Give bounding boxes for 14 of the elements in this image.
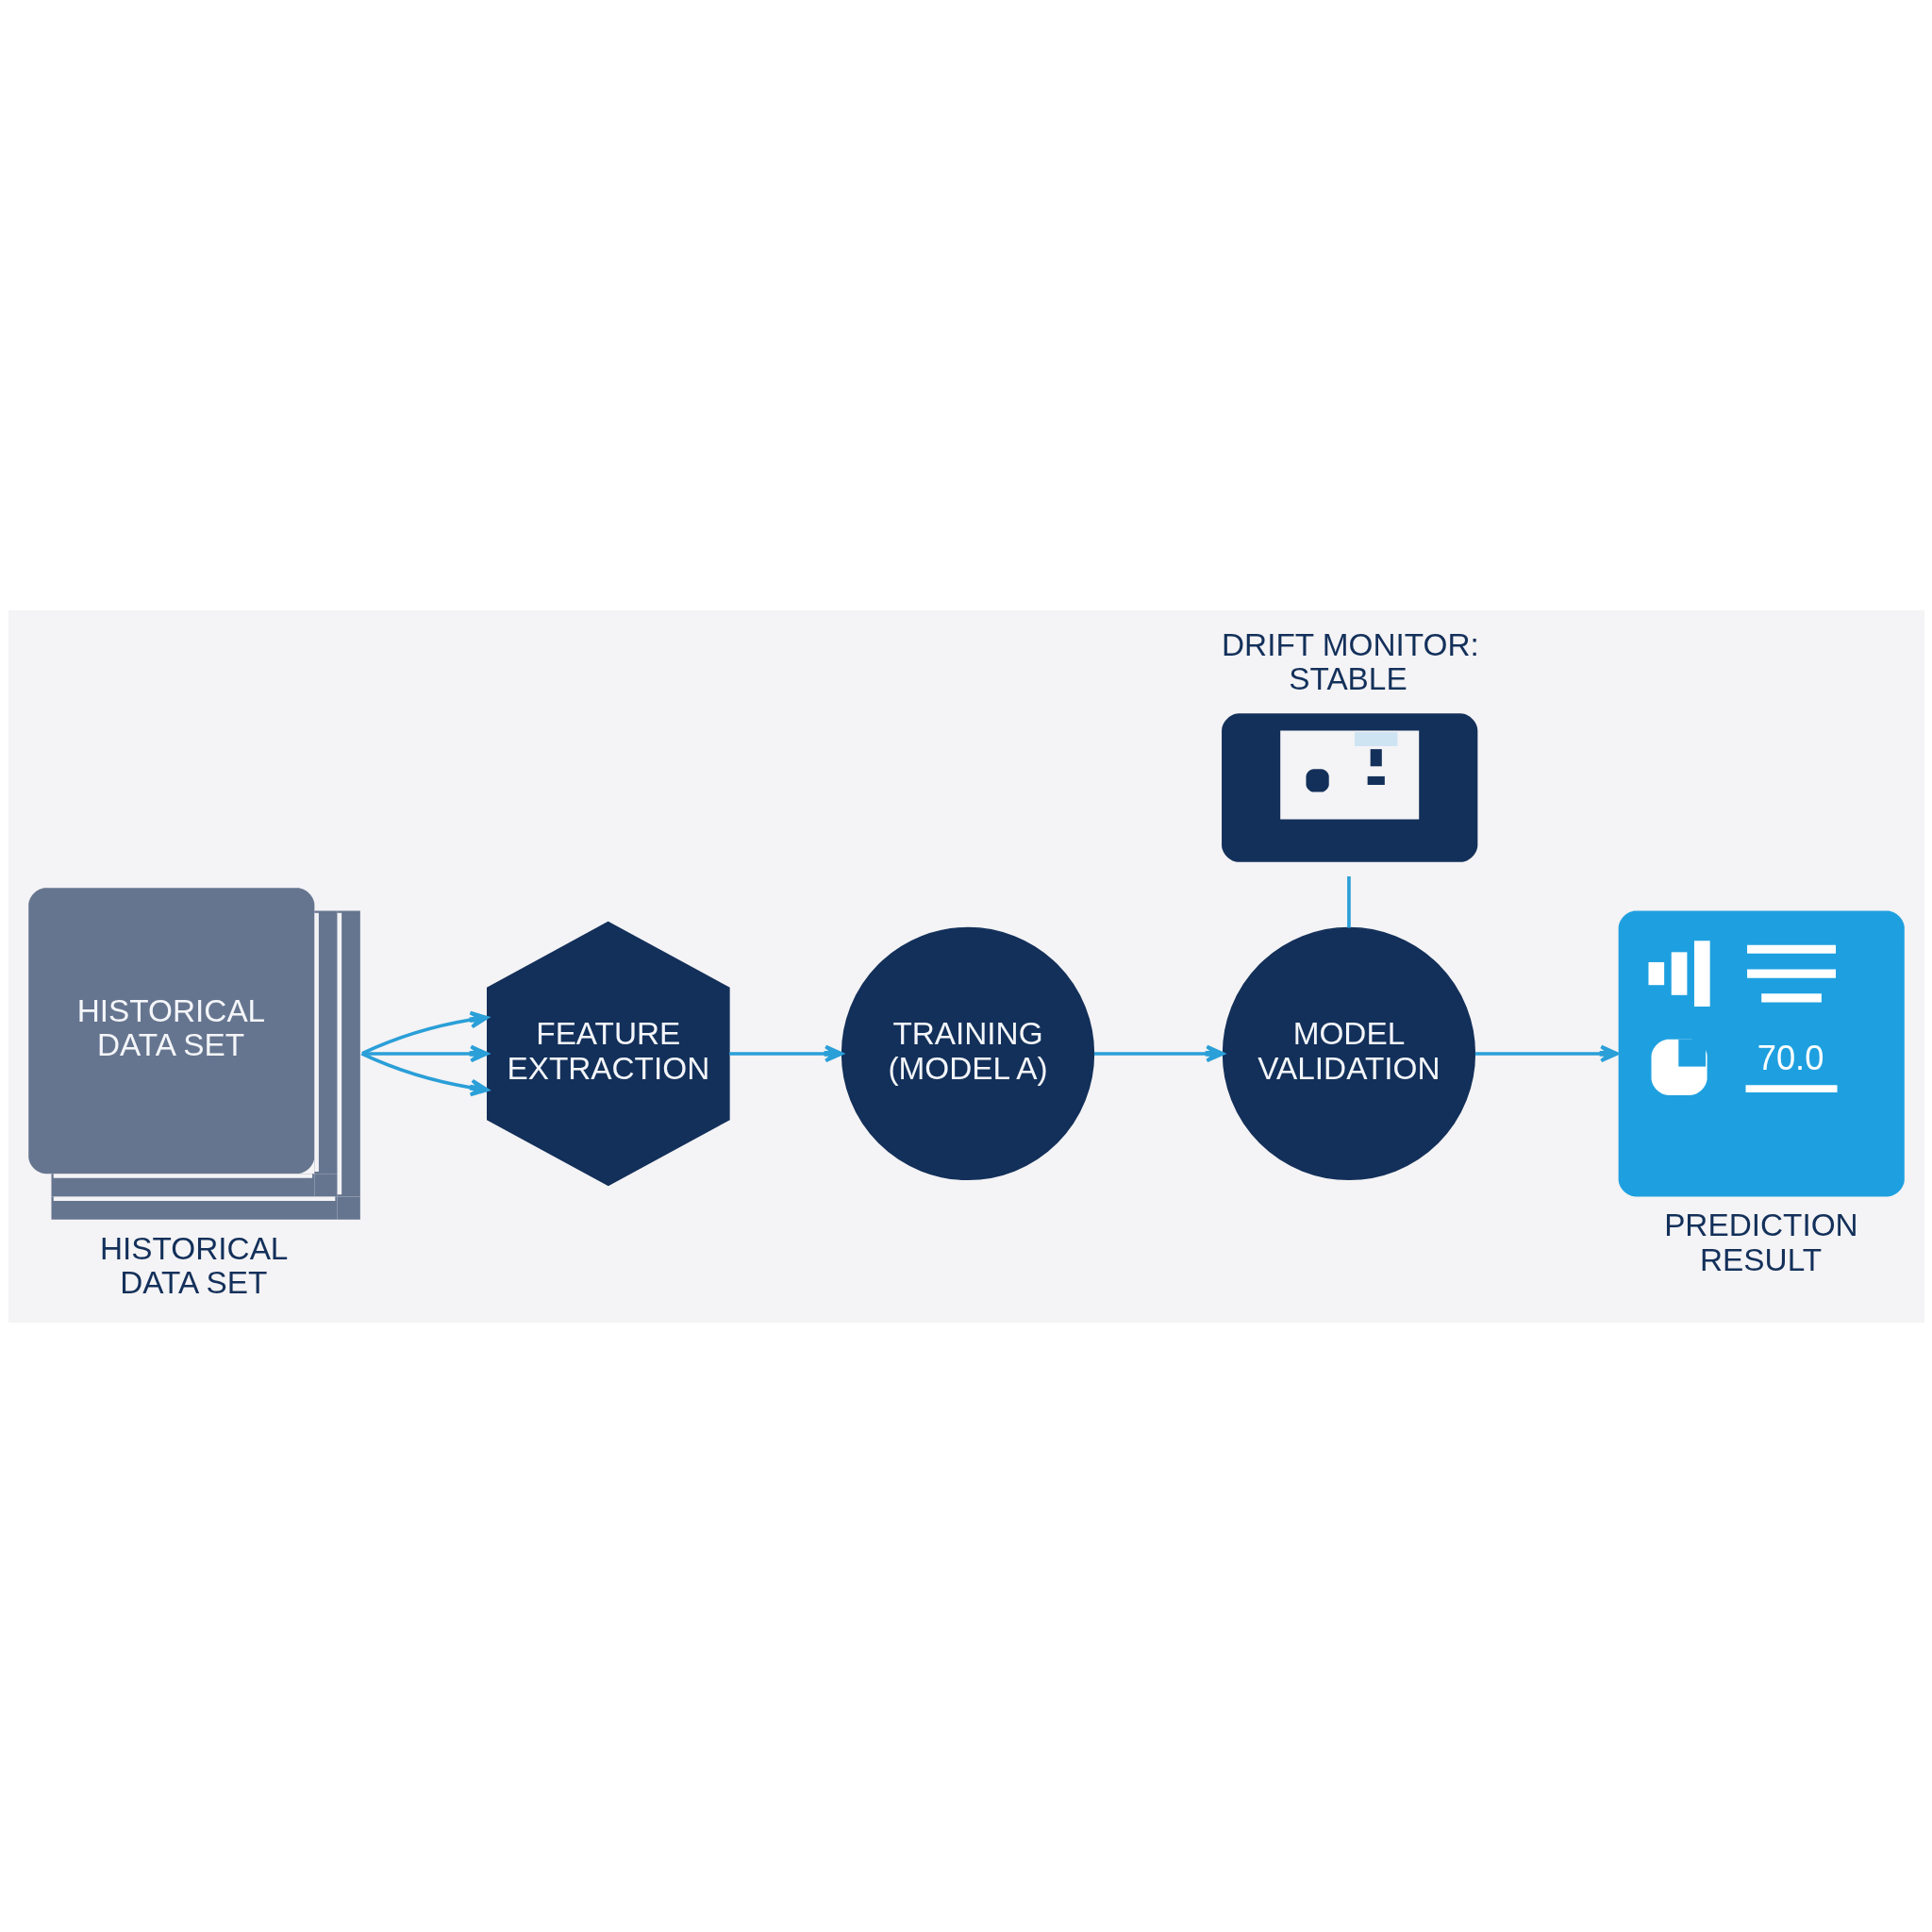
node-label: DRIFT MONITOR: STABLE	[1221, 626, 1479, 696]
arrow	[361, 1044, 489, 1062]
arrow	[360, 1010, 489, 1055]
arrow	[1474, 1044, 1619, 1062]
node-picture	[1221, 712, 1477, 862]
node-circle: MODEL VALIDATION	[1222, 926, 1475, 1180]
arrow	[360, 1051, 489, 1096]
arrow	[728, 1044, 843, 1062]
arrow	[1093, 1044, 1224, 1062]
node-box: 70.0	[1618, 909, 1905, 1196]
node-label: HISTORICAL DATA SET	[99, 1230, 288, 1300]
node-circle: TRAINING (MODEL A)	[841, 926, 1094, 1180]
connector	[1346, 875, 1351, 928]
node-label: PREDICTION RESULT	[1663, 1207, 1858, 1277]
